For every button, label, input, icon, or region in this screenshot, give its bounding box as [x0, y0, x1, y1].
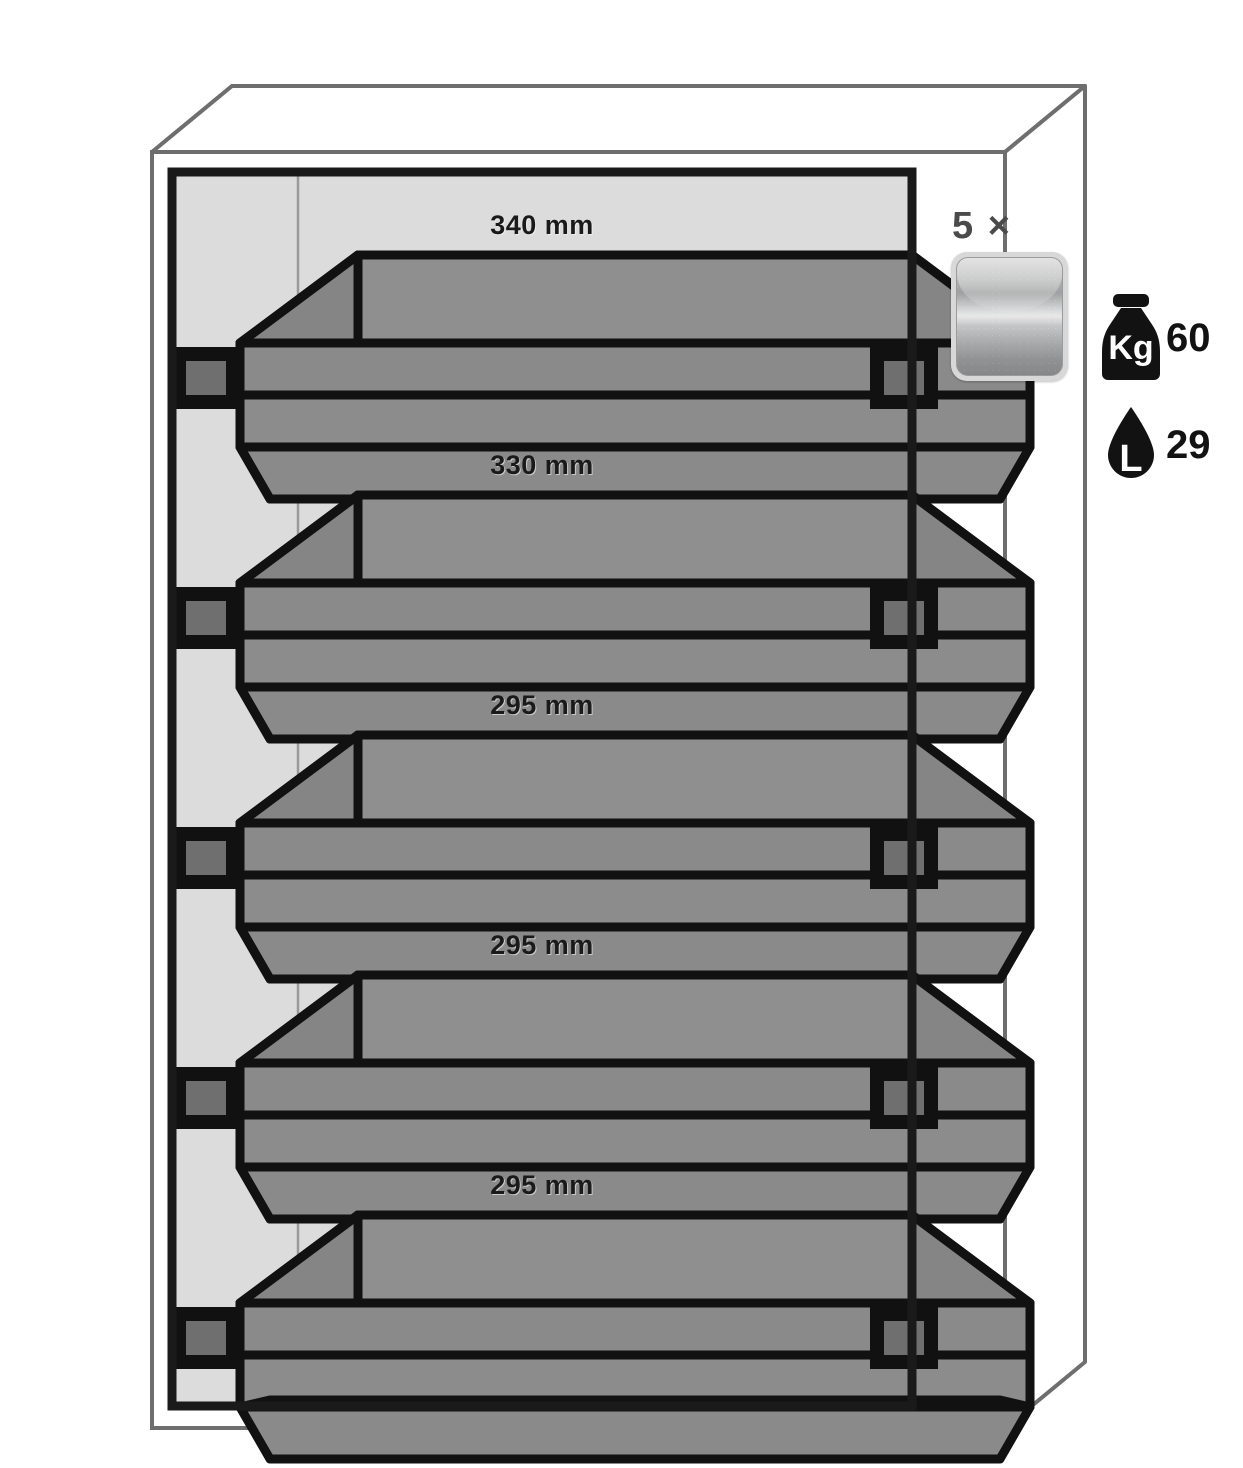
drawer-rail-left-2	[172, 587, 240, 649]
max-load-weight-value: 60	[1166, 316, 1211, 360]
max-volume: L 29	[1100, 405, 1211, 485]
drawer-rail-right-3	[870, 827, 938, 889]
drawer-count-label: 5 ×	[952, 205, 1012, 247]
drawer-clearance-label-3: 295 mm	[490, 690, 594, 720]
drawer-rail-right-2	[870, 587, 938, 649]
drawer-clearance-label-4: 295 mm	[490, 930, 594, 960]
volume-litre-droplet-icon: L	[1108, 407, 1154, 480]
drawer-rail-right-5	[870, 1307, 938, 1369]
drawer-clearance-label-5: 295 mm	[490, 1170, 594, 1200]
drawer-rail-left-5	[172, 1307, 240, 1369]
drawer-rail-left-1	[172, 347, 240, 409]
drawer-rail-right-4	[870, 1067, 938, 1129]
drawer-clearance-label-1: 340 mm	[490, 210, 594, 240]
max-load-weight: Kg 60	[1100, 292, 1211, 384]
weight-icon-text: Kg	[1108, 329, 1153, 367]
weight-kg-icon: Kg	[1102, 294, 1160, 380]
volume-icon-text: L	[1119, 438, 1142, 480]
drawer-clearance-label-2: 330 mm	[490, 450, 594, 480]
drawer-rail-left-3	[172, 827, 240, 889]
stainless-steel-swatch-icon	[951, 252, 1068, 381]
max-volume-value: 29	[1166, 423, 1211, 467]
drawer-unit-4	[172, 970, 1035, 1224]
drawer-rail-right-1	[870, 347, 938, 409]
drawer-rail-left-4	[172, 1067, 240, 1129]
